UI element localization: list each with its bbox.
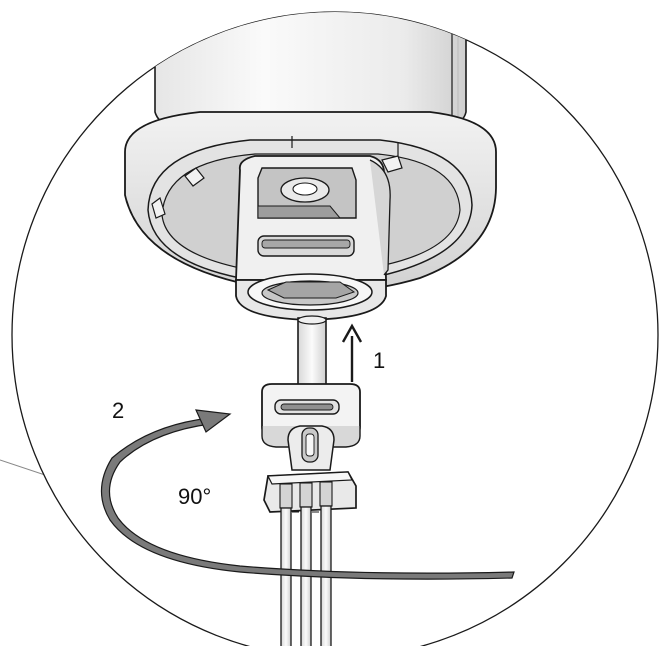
- step-2-label: 2: [112, 398, 125, 423]
- rotation-angle-label: 90°: [178, 484, 212, 509]
- guide-rods: [280, 505, 332, 651]
- rotation-arrow: [100, 409, 515, 580]
- drive-shaft: [297, 315, 327, 391]
- push-arrow: [341, 323, 363, 382]
- step-1-label: 1: [373, 348, 386, 373]
- socket-collar: [235, 273, 387, 321]
- rotating-coupler: [261, 383, 361, 471]
- coupling-block: [235, 155, 391, 281]
- rod-clamp: [263, 471, 357, 513]
